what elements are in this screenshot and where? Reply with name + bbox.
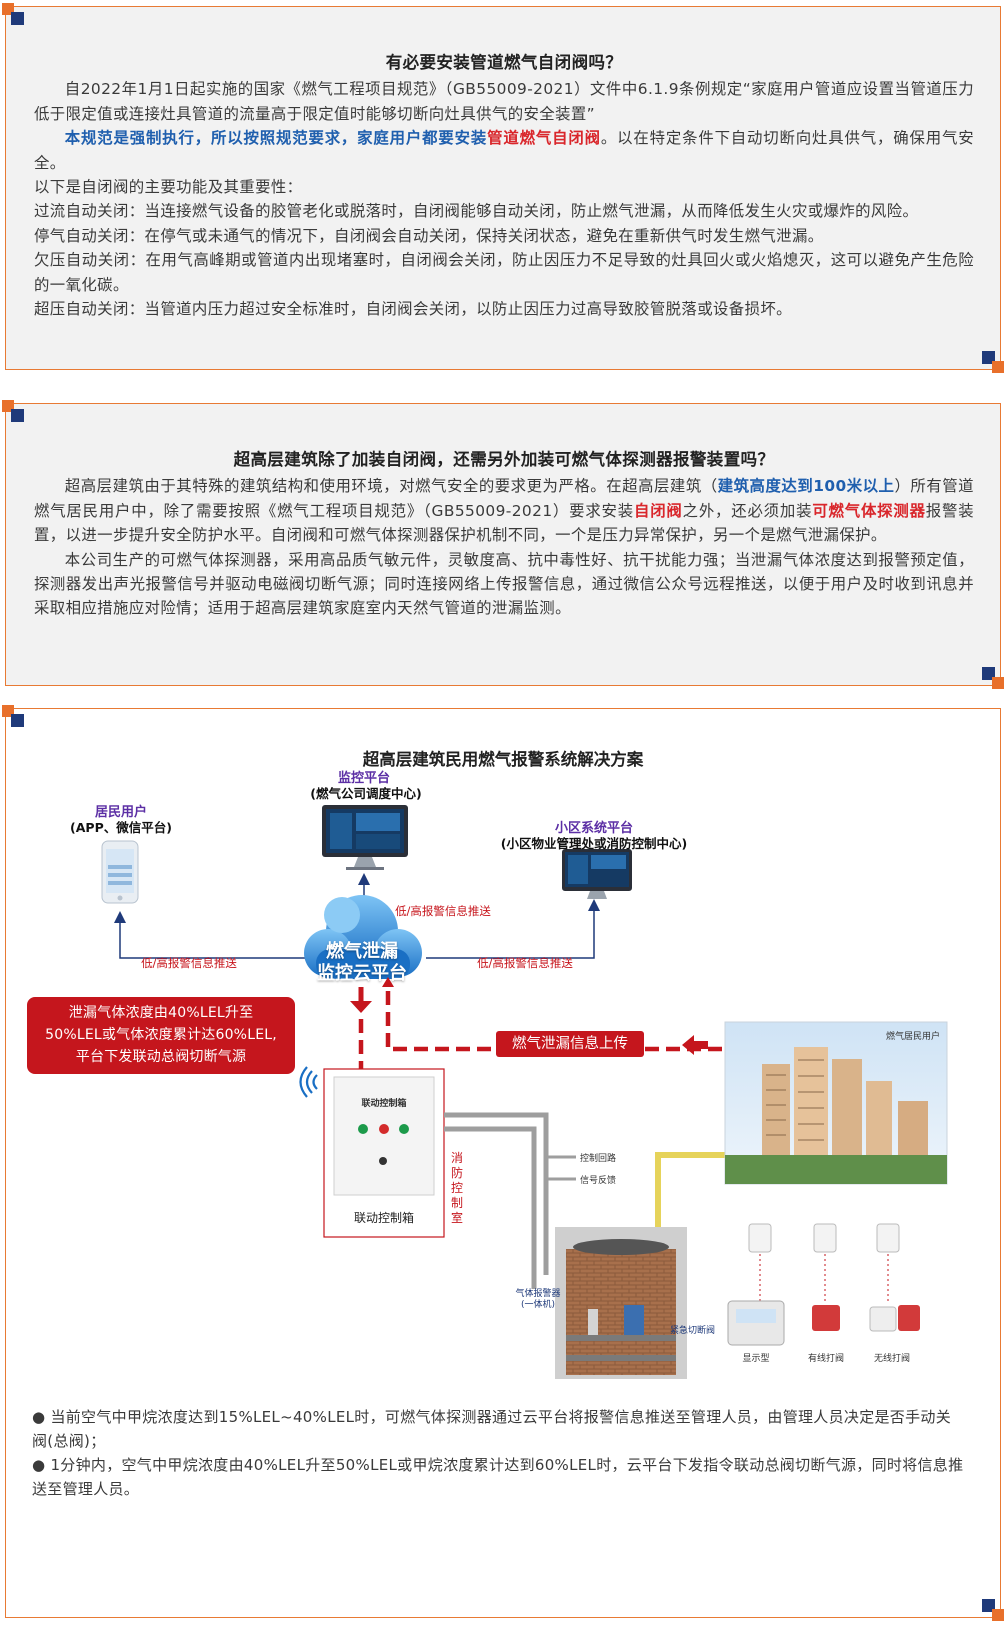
notes-list: ● 当前空气中甲烷浓度达到15%LEL~40%LEL时，可燃气体探测器通过云平台… [32, 1405, 966, 1501]
control-pipe [444, 1126, 537, 1289]
corner-decoration [982, 351, 1004, 373]
corner-decoration [2, 400, 24, 422]
signal-feedback-label: 信号反馈 [580, 1176, 617, 1186]
corner-decoration [982, 667, 1004, 689]
cloud-platform-label: 燃气泄漏 监控云平台 [306, 941, 418, 985]
device-display-type [727, 1223, 785, 1346]
fire-control-room-label: 消防控制室 [450, 1151, 463, 1225]
push-label-left: 低/高报警信息推送 [141, 956, 237, 970]
push-label-right: 低/高报警信息推送 [477, 956, 573, 970]
monitor-platform-subtitle: (燃气公司调度中心) [310, 786, 422, 801]
paragraph-text: 。以在特定条件下自动切断向灶具供气，确保用气安全。 [34, 129, 975, 172]
paragraph-text: 报警装置，以进一步提升安全防护水平。自闭阀和可燃气体探测器保护机制不同，一个是压… [34, 501, 974, 545]
device-label: 有线打阀 [807, 1354, 844, 1364]
paragraph-text: 超高层建筑由于其特殊的建筑结构和使用环境，对燃气安全的要求更为严格。在超高层建筑… [64, 477, 718, 496]
paragraph-text: ）所有管道燃气居民用户中，除了需要按照《燃气工程项目规范》（GB55009-20… [34, 477, 974, 520]
paragraph: 超高层建筑由于其特殊的建筑结构和使用环境，对燃气安全的要求更为严格。在超高层建筑… [34, 474, 974, 547]
paragraph: 本规范是强制执行，所以按照规范要求，家庭用户都要安装管道燃气自闭阀。以在特定条件… [34, 126, 974, 175]
highlight-text: 可燃气体探测器 [812, 501, 926, 520]
cloud-line: 燃气泄漏 [326, 941, 398, 962]
resident-user-subtitle: (APP、微信平台) [70, 820, 172, 835]
linkage-rule-box: 泄漏气体浓度由40%LEL升至 50%LEL或气体浓度累计达60%LEL, 平台… [27, 997, 295, 1074]
paragraph: 以下是自闭阀的主要功能及其重要性： [34, 178, 303, 197]
emergency-valve-label: 紧急切断阀 [670, 1326, 716, 1336]
note-item: ● 当前空气中甲烷浓度达到15%LEL~40%LEL时，可燃气体探测器通过云平台… [32, 1408, 951, 1450]
arrow-to-resident [114, 911, 306, 959]
device-label: 显示型 [742, 1354, 770, 1364]
highlight-text: 自闭阀 [633, 501, 683, 520]
upload-info-banner: 燃气泄漏信息上传 [496, 1031, 644, 1057]
corner-decoration [982, 1599, 1004, 1621]
down-arrow-icon [350, 1001, 372, 1013]
rule-line: 泄漏气体浓度由40%LEL升至 [68, 1005, 254, 1021]
valve-well [555, 1227, 687, 1379]
diagram-title: 超高层建筑民用燃气报警系统解决方案 [362, 750, 644, 769]
rule-line: 平台下发联动总阀切断气源 [75, 1049, 247, 1065]
cloud-platform-icon [304, 895, 422, 979]
left-arrow-icon [682, 1035, 708, 1055]
paragraph: 自2022年1月1日起实施的国家《燃气工程项目规范》（GB55009-2021）… [34, 80, 974, 123]
control-box-device [333, 1076, 435, 1196]
phone-device [101, 840, 139, 904]
up-arrow-icon [382, 977, 394, 987]
control-box-title: 联动控制箱 [361, 1099, 407, 1109]
panel-self-closing-valve: 有必要安装管道燃气自闭阀吗？ 自2022年1月1日起实施的国家《燃气工程项目规范… [2, 3, 1004, 373]
resident-user-title: 居民用户 [94, 805, 147, 820]
monitor-platform-title: 监控平台 [337, 771, 390, 786]
note-item: ● 1分钟内，空气中甲烷浓度由40%LEL升至50%LEL或甲烷浓度累计达到60… [32, 1456, 964, 1498]
community-platform-screen [562, 849, 632, 899]
panel-solution-diagram: 超高层建筑民用燃气报警系统解决方案 [2, 705, 1004, 1621]
control-loop-label: 控制回路 [580, 1154, 617, 1164]
building-image [724, 1021, 948, 1185]
section-title: 有必要安装管道燃气自闭阀吗？ [385, 53, 623, 72]
community-platform-subtitle: (小区物业管理处或消防控制中心) [500, 836, 688, 851]
arrow-to-community [426, 899, 600, 959]
gas-detector-unit [588, 1309, 598, 1335]
device-wired-valve [812, 1223, 840, 1331]
control-box-caption: 联动控制箱 [353, 1211, 414, 1225]
rule-line: 50%LEL或气体浓度累计达60%LEL, [45, 1027, 277, 1043]
paragraph: 本公司生产的可燃气体探测器，采用高品质气敏元件，灵敏度高、抗中毒性好、抗干扰能力… [34, 550, 974, 618]
panel-gas-detector: 超高层建筑除了加装自闭阀，还需另外加装可燃气体探测器报警装置吗？ 超高层建筑由于… [2, 400, 1004, 689]
community-platform-title: 小区系统平台 [554, 821, 633, 836]
corner-decoration [2, 3, 24, 25]
section-title: 超高层建筑除了加装自闭阀，还需另外加装可燃气体探测器报警装置吗？ [233, 450, 775, 469]
system-diagram [101, 805, 948, 1379]
paragraph: 过流自动关闭：当连接燃气设备的胶管老化或脱落时，自闭阀能够自动关闭，防止燃气泄漏… [34, 202, 919, 221]
highlight-text: 建筑高度达到100米以上 [717, 477, 895, 496]
paragraph: 停气自动关闭：在停气或未通气的情况下，自闭阀会自动关闭，保持关闭状态，避免在重新… [34, 226, 824, 245]
device-label: 无线打阀 [873, 1354, 910, 1364]
highlight-text: 管道燃气自闭阀 [487, 129, 601, 148]
push-label-top: 低/高报警信息推送 [395, 904, 491, 918]
device-wireless-valve [869, 1223, 920, 1332]
cloud-line: 监控云平台 [317, 963, 407, 984]
paragraph: 欠压自动关闭：在用气高峰期或管道内出现堵塞时，自闭阀会关闭，防止因压力不足导致的… [34, 251, 974, 294]
wifi-icon [299, 1066, 318, 1098]
paragraph: 超压自动关闭：当管道内压力超过安全标准时，自闭阀会关闭，以防止因压力过高导致胶管… [34, 300, 792, 319]
building-label: 燃气居民用户 [886, 1032, 941, 1042]
highlight-text: 本规范是强制执行，所以按照规范要求，家庭用户都要安装 [64, 129, 488, 148]
control-pipe [444, 1112, 549, 1275]
gas-detector-label: 气体报警器 (一体机) [515, 1289, 561, 1310]
monitor-platform-screen [322, 805, 408, 870]
corner-decoration [2, 705, 24, 727]
paragraph-text: 之外，还必须加装 [682, 501, 813, 520]
